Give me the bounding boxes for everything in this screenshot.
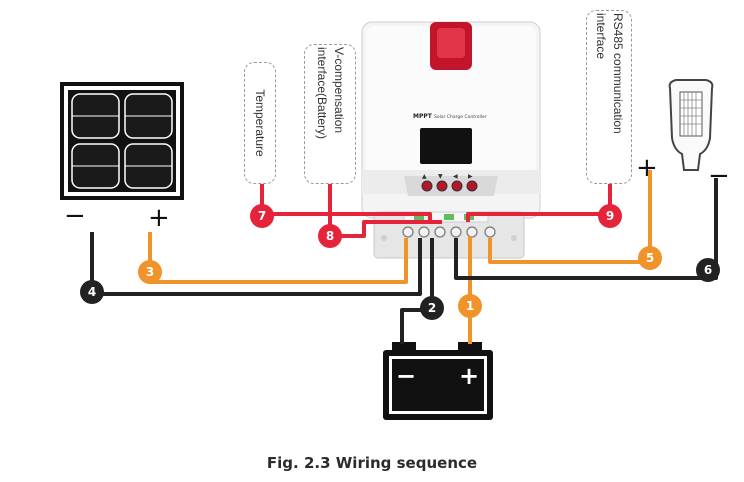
terminal-load-negative[interactable]	[484, 226, 496, 238]
svg-text:8: 8	[326, 229, 334, 243]
controller-button-down[interactable]	[451, 180, 463, 192]
svg-text:▲: ▲	[422, 173, 427, 180]
step-badge-5: 5	[638, 246, 662, 270]
v-compensation-label-box: V-compensation interface(Battery)	[304, 44, 356, 184]
svg-text:◀: ◀	[453, 173, 458, 180]
step-badge-2: 2	[420, 296, 444, 320]
load-positive-sign: +	[636, 153, 658, 183]
terminal-bat-positive[interactable]	[450, 226, 462, 238]
load-negative-sign: −	[708, 161, 730, 191]
solar-negative-sign: −	[64, 201, 86, 231]
svg-text:▼: ▼	[438, 173, 443, 180]
terminal-load-positive[interactable]	[466, 226, 478, 238]
controller-button-enter[interactable]	[466, 180, 478, 192]
rs485-label: RS485 communication interface	[594, 13, 625, 134]
controller-button-up[interactable]	[436, 180, 448, 192]
step-badge-7: 7	[250, 204, 274, 228]
controller-brand: MPPT	[413, 113, 433, 120]
svg-text:2: 2	[428, 301, 436, 315]
svg-text:5: 5	[646, 251, 654, 265]
battery-positive-sign: +	[459, 362, 479, 390]
svg-text:1: 1	[466, 299, 474, 313]
v-compensation-label: V-compensation interface(Battery)	[315, 47, 346, 140]
terminal-pv-negative[interactable]	[418, 226, 430, 238]
svg-text:6: 6	[704, 263, 712, 277]
svg-text:4: 4	[88, 285, 96, 299]
wire-9	[466, 184, 612, 222]
rs485-label-box: RS485 communication interface	[586, 10, 632, 184]
step-badge-6: 6	[696, 258, 720, 282]
load-lamp	[668, 79, 714, 171]
wire-2	[400, 238, 434, 344]
step-badge-4: 4	[80, 280, 104, 304]
temperature-label-box: Temperature	[244, 62, 276, 184]
controller-button-menu[interactable]	[421, 180, 433, 192]
wire-5	[488, 170, 652, 264]
wires	[90, 170, 718, 344]
step-badge-1: 1	[458, 294, 482, 318]
figure-caption: Fig. 2.3 Wiring sequence	[266, 454, 478, 472]
wire-3	[148, 232, 408, 284]
wire-8	[328, 184, 442, 238]
terminal-pv-positive[interactable]	[402, 226, 414, 238]
svg-text:7: 7	[258, 209, 266, 223]
step-badge-9: 9	[598, 204, 622, 228]
battery	[383, 342, 493, 420]
controller-model: Solar Charge Controller	[434, 114, 487, 120]
battery-negative-sign: −	[396, 362, 416, 390]
solar-panel	[60, 82, 184, 200]
step-badge-3: 3	[138, 260, 162, 284]
terminal-bat-negative[interactable]	[434, 226, 446, 238]
step-badges: 1 2 3 4 5 6 7 8	[80, 204, 720, 320]
controller-lcd	[420, 128, 472, 164]
step-badge-8: 8	[318, 224, 342, 248]
svg-text:3: 3	[146, 265, 154, 279]
wire-6	[454, 178, 718, 280]
wire-7	[260, 184, 432, 222]
svg-text:▶: ▶	[468, 173, 473, 180]
wire-4	[90, 232, 422, 296]
temperature-label: Temperature	[253, 89, 267, 157]
solar-positive-sign: +	[148, 203, 170, 233]
svg-text:9: 9	[606, 209, 614, 223]
